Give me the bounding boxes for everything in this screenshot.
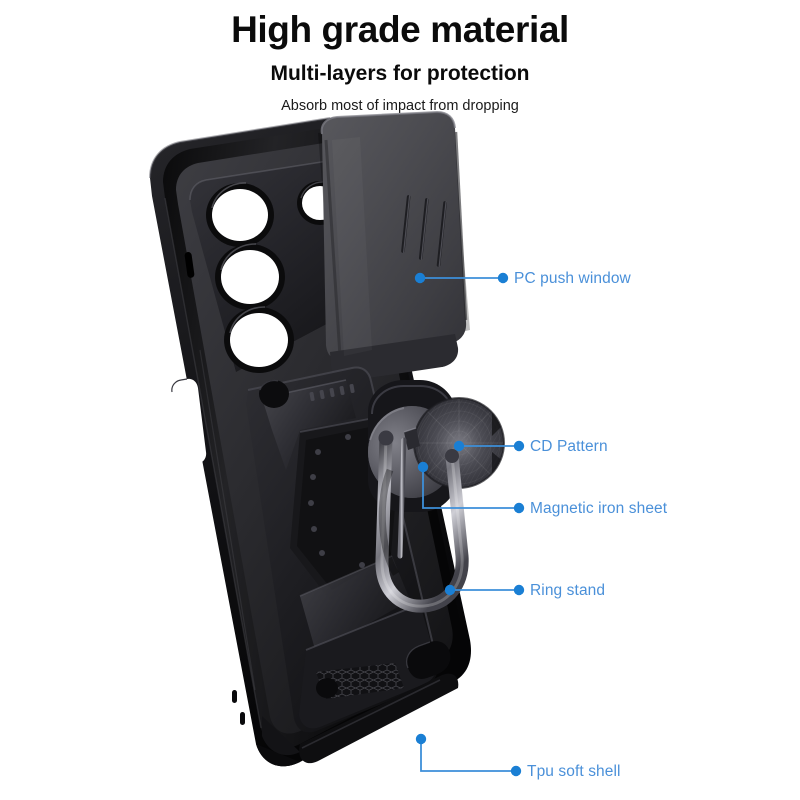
armor-vent-ticks — [309, 383, 355, 402]
callout-label-ring-stand: Ring stand — [530, 582, 606, 599]
callout-label-pc-push-window: PC push window — [514, 270, 631, 287]
side-button-cutouts — [171, 349, 256, 725]
pc-push-window-slider — [318, 110, 470, 382]
page-subtitle: Multi-layers for protection — [270, 62, 530, 85]
callout-dot-anchor-ring-stand — [444, 584, 456, 596]
metal-ring-stand — [375, 430, 469, 613]
callout-dot-anchor-pc-push-window — [414, 272, 426, 284]
callout-leader-magnetic-iron-sheet — [417, 461, 525, 514]
ring-stand-assembly — [368, 380, 505, 613]
callout-leader-tpu-soft-shell — [415, 733, 522, 777]
callout-dot-label-magnetic-iron-sheet — [513, 502, 525, 514]
tpu-bottom-edge — [262, 673, 459, 764]
callout-dot-label-cd-pattern — [513, 440, 525, 452]
headings-block: High grade material Multi-layers for pro… — [0, 0, 800, 114]
callout-label-tpu-soft-shell: Tpu soft shell — [527, 763, 621, 780]
camera-lens-3 — [224, 306, 294, 373]
callout-leader-ring-stand — [444, 584, 525, 596]
callout-dot-label-pc-push-window — [497, 272, 509, 284]
page-title: High grade material — [231, 9, 569, 50]
callout-leader-pc-push-window — [414, 272, 509, 284]
callout-dot-anchor-cd-pattern — [453, 440, 465, 452]
callout-dot-anchor-magnetic-iron-sheet — [417, 461, 429, 473]
callout-dot-anchor-tpu-soft-shell — [415, 733, 427, 745]
callout-leader-cd-pattern — [453, 440, 525, 452]
callout-leaders — [414, 272, 525, 777]
camera-lens-1 — [206, 182, 274, 247]
slider-grip-ridges — [401, 195, 447, 267]
callout-label-cd-pattern: CD Pattern — [530, 438, 608, 455]
callout-dot-label-ring-stand — [513, 584, 525, 596]
page-caption: Absorb most of impact from dropping — [281, 98, 519, 114]
callout-label-magnetic-iron-sheet: Magnetic iron sheet — [530, 500, 668, 517]
callout-dot-label-tpu-soft-shell — [510, 765, 522, 777]
camera-lens-2 — [215, 243, 285, 310]
